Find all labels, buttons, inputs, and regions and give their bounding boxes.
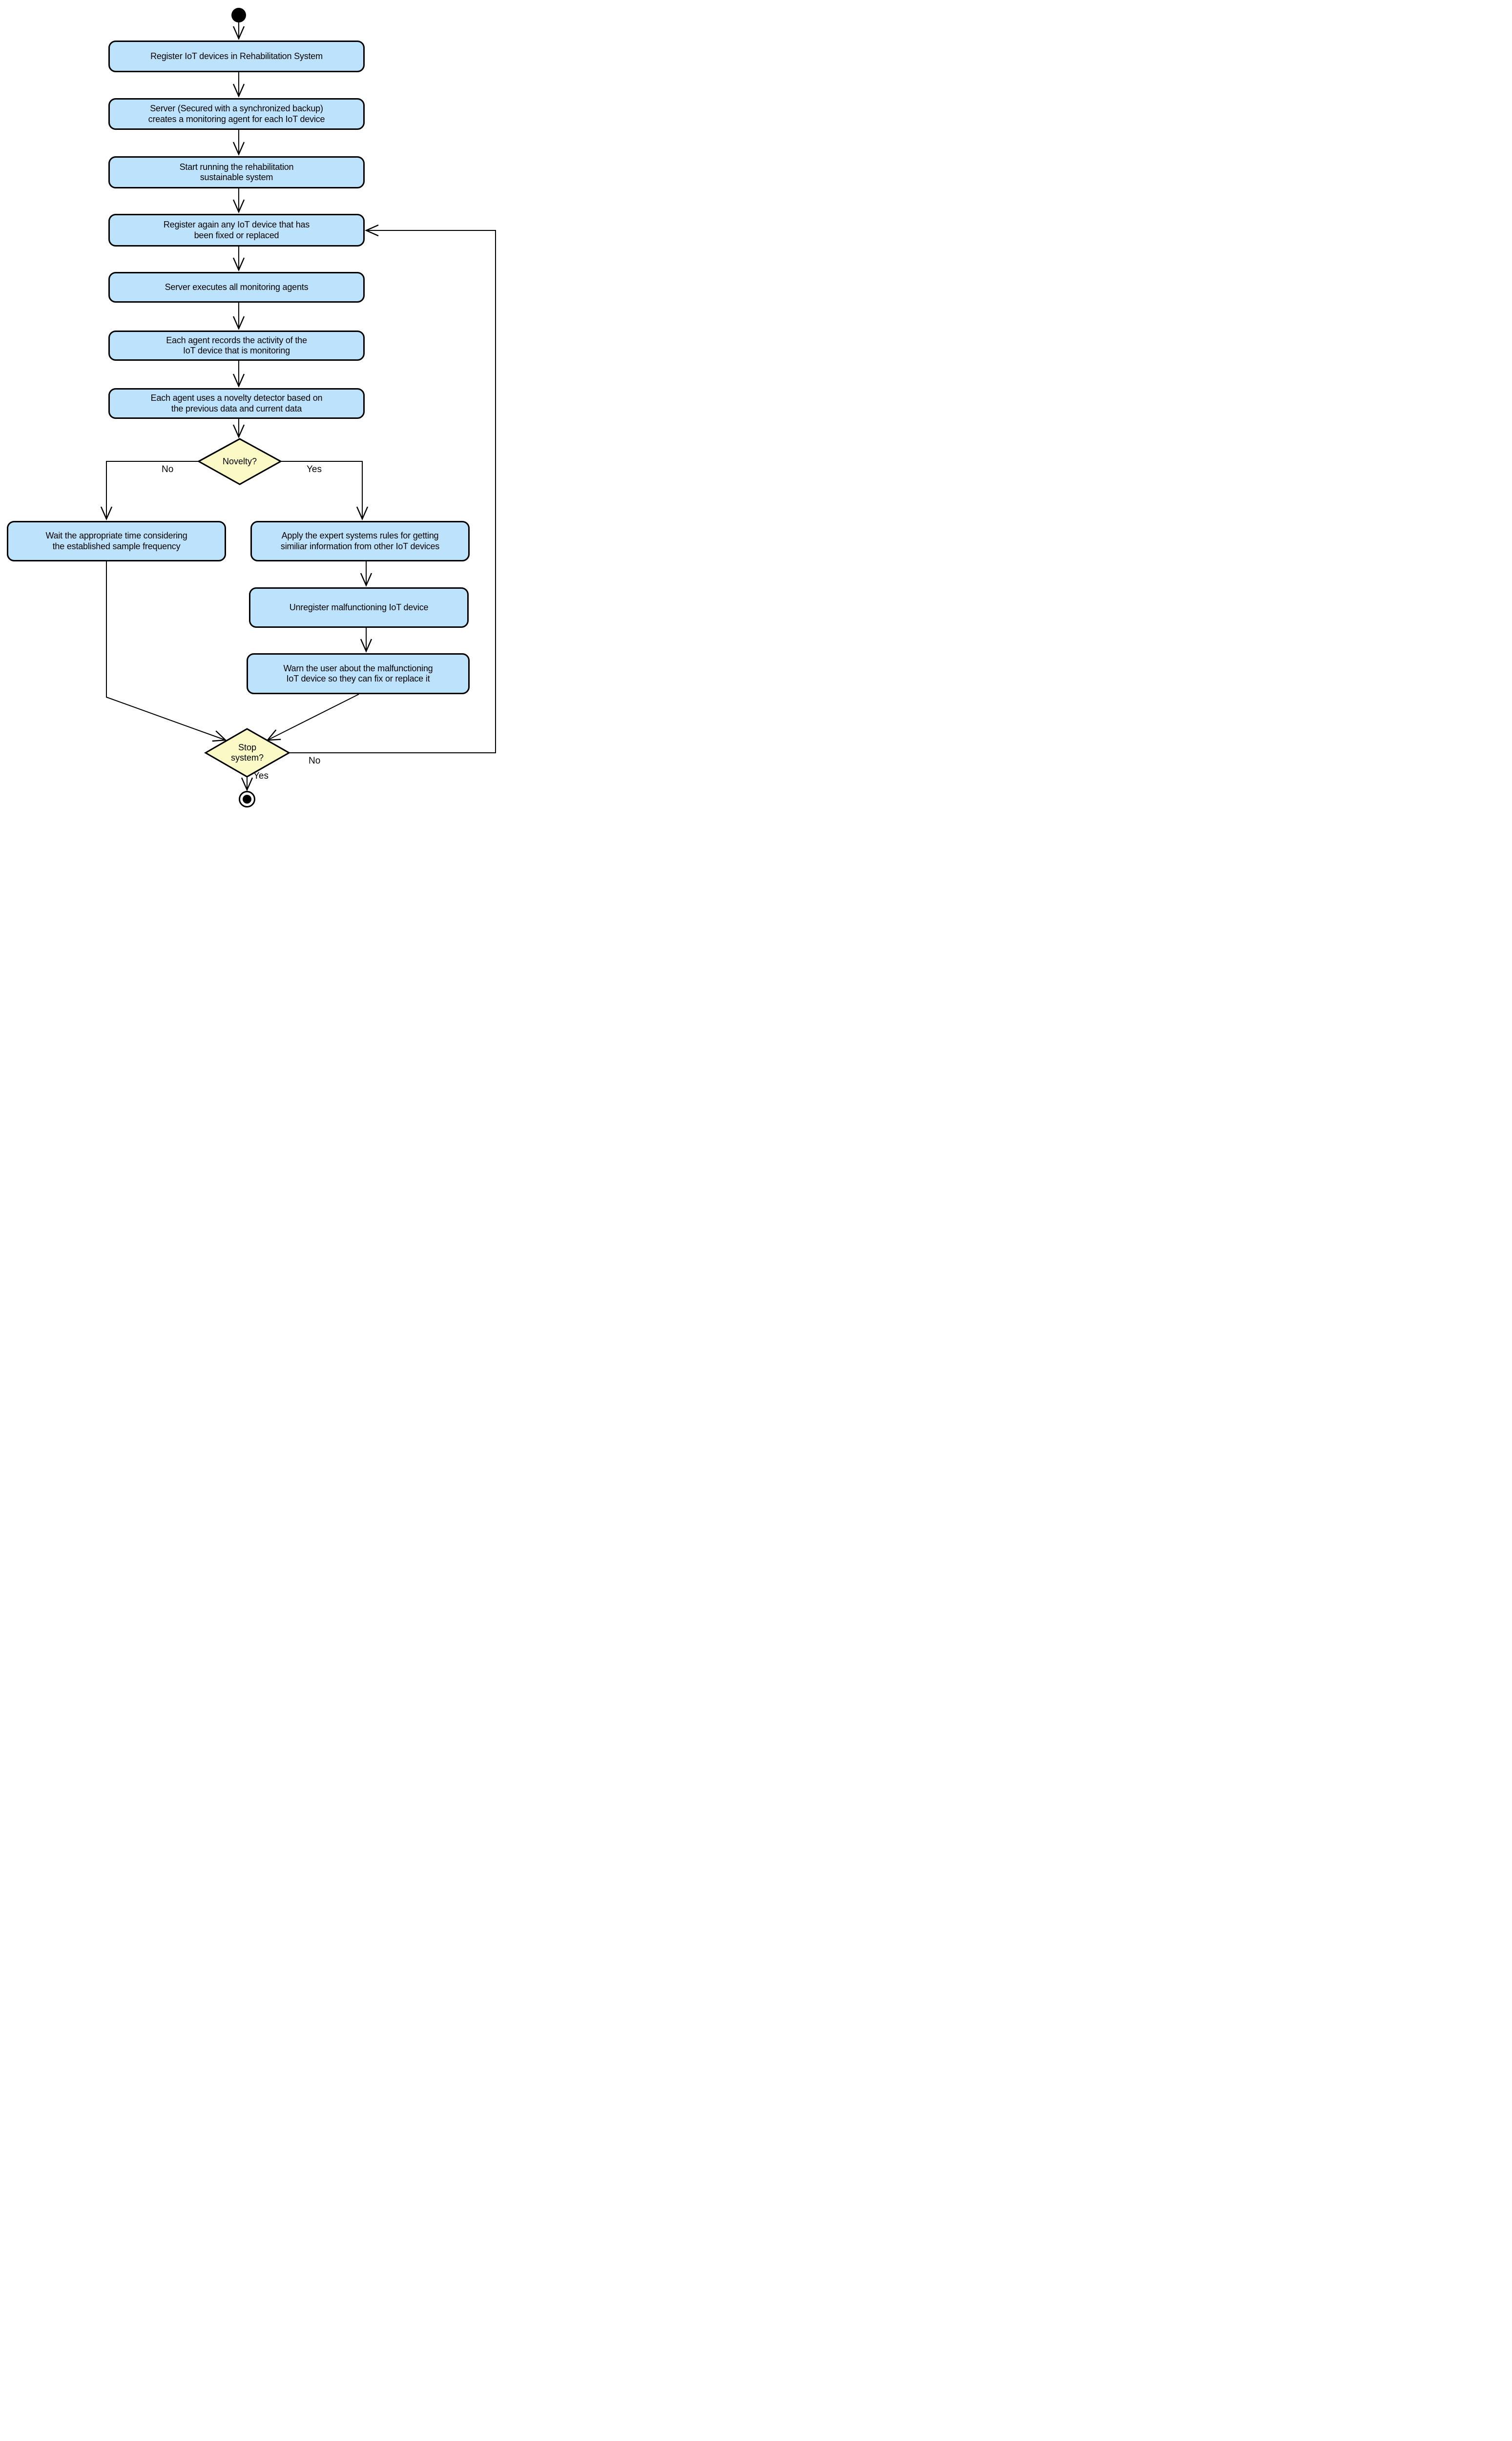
final-node xyxy=(239,791,255,807)
activity-label: IoT device that is monitoring xyxy=(183,346,290,355)
activity-label: Start running the rehabilitation xyxy=(179,162,294,172)
activity-label: Register IoT devices in Rehabilitation S… xyxy=(150,51,323,61)
activity-server-executes-agents: Server executes all monitoring agents xyxy=(108,272,365,303)
activity-label: IoT device so they can fix or replace it xyxy=(286,674,430,683)
activity-unregister-device: Unregister malfunctioning IoT device xyxy=(249,587,469,628)
edge-stop-no-loop-to-register-again xyxy=(289,224,496,753)
edge-label-stop-yes: Yes xyxy=(253,771,269,781)
activity-register-iot-devices: Register IoT devices in Rehabilitation S… xyxy=(108,41,365,72)
decision-question: system? xyxy=(230,753,264,763)
activity-server-creates-agents: Server (Secured with a synchronized back… xyxy=(108,98,365,130)
activity-label: Apply the expert systems rules for getti… xyxy=(281,531,439,540)
activity-novelty-detector: Each agent uses a novelty detector based… xyxy=(108,388,365,419)
connector-layer xyxy=(100,22,496,791)
decision-novelty-label: Novelty? xyxy=(199,439,281,484)
activity-label: similiar information from other IoT devi… xyxy=(280,541,440,551)
activity-label: Server (Secured with a synchronized back… xyxy=(150,103,323,113)
activity-label: Wait the appropriate time considering xyxy=(45,531,187,540)
edge-wait-to-stop-decision xyxy=(106,561,227,742)
activity-diagram: Register IoT devices in Rehabilitation S… xyxy=(0,0,504,815)
activity-label: Warn the user about the malfunctioning xyxy=(283,663,433,673)
activity-apply-expert-rules: Apply the expert systems rules for getti… xyxy=(250,521,470,561)
decision-stop-shape xyxy=(204,728,291,778)
edge-label-stop-no: No xyxy=(309,756,321,766)
activity-label: been fixed or replaced xyxy=(194,230,279,240)
activity-label: Each agent uses a novelty detector based… xyxy=(150,393,323,403)
activity-label: the established sample frequency xyxy=(52,541,181,551)
edge-label-novelty-yes: Yes xyxy=(307,464,322,475)
activity-label: Server executes all monitoring agents xyxy=(165,282,309,292)
activity-label: sustainable system xyxy=(200,172,273,182)
initial-node xyxy=(231,8,246,22)
activity-label: the previous data and current data xyxy=(171,403,302,414)
decision-question: Novelty? xyxy=(222,456,257,466)
decision-question: Stop xyxy=(238,743,257,752)
activity-label: Each agent records the activity of the xyxy=(166,335,307,345)
edge-label-novelty-no: No xyxy=(162,464,174,475)
decision-novelty-shape xyxy=(197,438,283,485)
activity-label: creates a monitoring agent for each IoT … xyxy=(148,114,325,124)
edge-novelty-no-to-wait xyxy=(100,461,199,520)
edge-warn-to-stop-decision xyxy=(266,694,359,741)
edge-novelty-yes-to-apply xyxy=(281,461,369,520)
activity-label: Register again any IoT device that has xyxy=(163,220,310,229)
final-node-dot xyxy=(243,795,251,804)
activity-label: Unregister malfunctioning IoT device xyxy=(289,602,429,612)
